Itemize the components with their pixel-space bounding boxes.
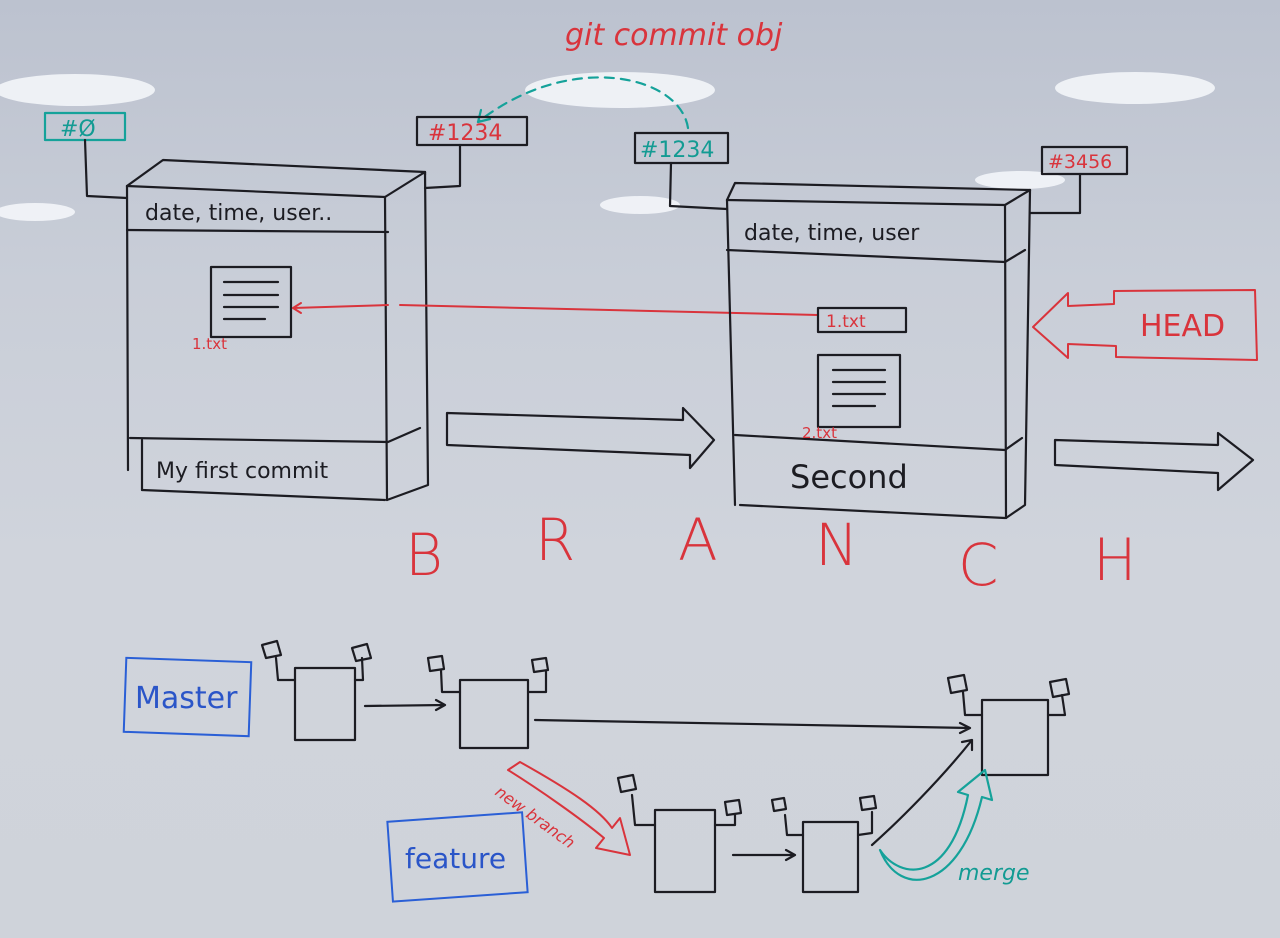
merge-arrow [878, 768, 994, 881]
master-arrow-1 [363, 698, 447, 712]
commit-1-to-2-arrow [445, 406, 716, 470]
head-pointer-arrow [1032, 289, 1258, 361]
commit-2-parent-hash: #1234 [640, 138, 714, 163]
master-arrow-2 [533, 718, 972, 735]
master-commit-b [426, 654, 550, 750]
file-reference-arrowhead [292, 302, 302, 314]
commit-2-box [725, 181, 1032, 520]
commit-2-parent-hash-box [633, 131, 730, 165]
new-branch-arrow [507, 761, 631, 856]
hash-link-arc [476, 76, 690, 130]
commit-2-file-ref-box [816, 306, 908, 334]
master-commit-a [260, 639, 373, 742]
commit-1-meta: date, time, user.. [145, 201, 332, 226]
branch-letter: N [815, 511, 858, 579]
feature-label-box [386, 811, 529, 903]
commit-1-parent-connector [83, 138, 129, 200]
commit-1-file-icon [209, 265, 293, 339]
commit-2-hash-connector [1028, 172, 1082, 215]
feature-arrow-1 [731, 848, 797, 862]
commit-2-file-ref: 1.txt [826, 312, 866, 332]
diagram-title: git commit obj [565, 18, 783, 53]
commit-1-hash-box [415, 115, 529, 147]
master-label-box [122, 656, 253, 738]
master-label: Master [135, 681, 238, 716]
file-reference-line-right [399, 304, 819, 316]
commit-1-file-name: 1.txt [192, 335, 227, 353]
commit-2-meta: date, time, user [744, 221, 920, 246]
light-glare [0, 72, 1215, 221]
commit-2-parent-connector [668, 161, 729, 211]
branch-letter: A [678, 506, 718, 574]
commit-1-parent-hash: #Ø [60, 117, 96, 142]
file-reference-line-left [292, 304, 389, 309]
branch-letter: B [405, 521, 443, 589]
commit-1-box [125, 158, 430, 502]
feature-commit-b [770, 794, 878, 894]
commit-2-file-icon [816, 353, 902, 429]
feature-commit-a [616, 773, 743, 894]
feature-to-merge-arrow [870, 738, 974, 847]
commit-2-message: Second [790, 458, 908, 496]
commit-2-hash-box [1040, 145, 1129, 176]
master-merge-commit [946, 673, 1071, 777]
commit-2-file-name: 2.txt [802, 424, 837, 442]
commit-2-hash: #3456 [1048, 151, 1112, 173]
branch-letter: R [535, 506, 575, 574]
commit-2-next-arrow [1053, 431, 1255, 492]
commit-1-hash-connector [423, 143, 462, 190]
feature-label: feature [405, 842, 506, 875]
commit-1-hash: #1234 [428, 121, 502, 146]
merge-label: merge [958, 861, 1030, 886]
branch-letter: C [958, 531, 999, 599]
head-label: HEAD [1140, 309, 1225, 344]
branch-letter: H [1093, 526, 1137, 594]
commit-1-message: My first commit [156, 459, 329, 484]
